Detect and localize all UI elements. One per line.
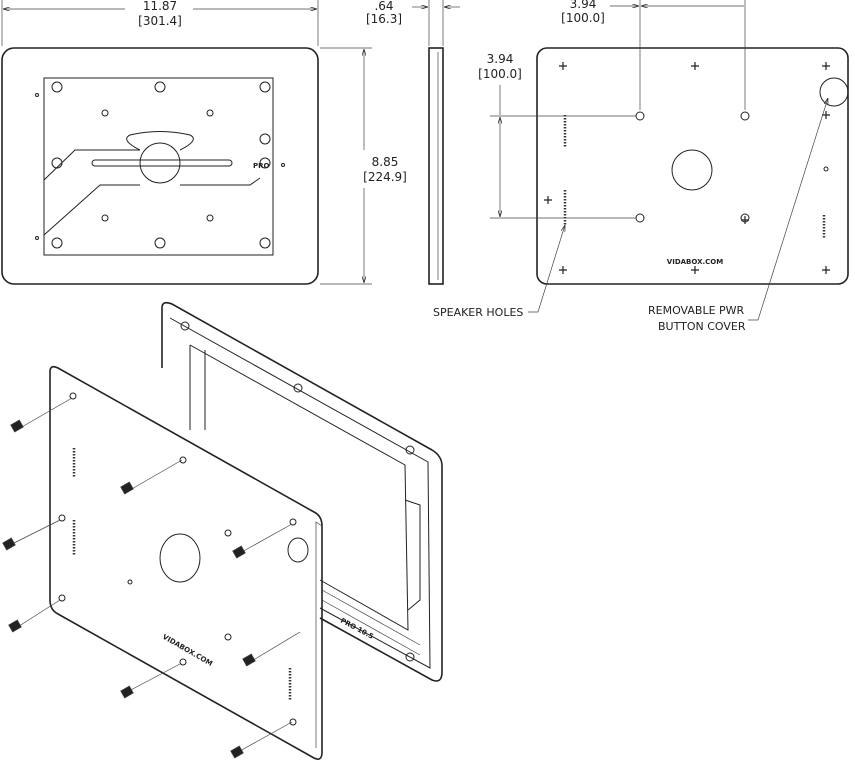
depth-mm: [16.3] — [366, 12, 402, 26]
speaker-holes — [563, 115, 826, 238]
back-plate: VIDABOX.COM — [49, 365, 323, 760]
pwr-cover-label-2: BUTTON COVER — [658, 320, 746, 333]
screw-marks — [544, 62, 830, 274]
front-view: PRO — [1, 47, 319, 285]
callout-power-button: REMOVABLE PWR BUTTON COVER — [648, 98, 828, 333]
width-inches: 11.87 — [143, 0, 177, 13]
mounting-holes — [35, 81, 285, 249]
plate-brand-mark: VIDABOX.COM — [161, 633, 214, 668]
width-mm: [301.4] — [138, 14, 182, 28]
height-inches: 8.85 — [372, 155, 399, 169]
vesa-v-mm: [100.0] — [478, 67, 522, 81]
vesa-v-inches: 3.94 — [487, 52, 514, 66]
height-mm: [224.9] — [363, 170, 407, 184]
isometric-view: PRO 10.5 VIDABOX.COM — [2, 301, 443, 760]
vesa-horizontal-dimension: 3.94 [100.0] — [561, 0, 746, 110]
side-view: .64 [16.3] — [366, 0, 460, 285]
power-button-cover — [819, 77, 849, 107]
enclosure-frame: PRO 10.5 — [161, 301, 443, 682]
pwr-cover-label-1: REMOVABLE PWR — [648, 304, 745, 317]
height-dimension: 8.85 [224.9] — [320, 47, 407, 285]
back-view: VIDABOX.COM — [536, 47, 849, 285]
vesa-h-mm: [100.0] — [561, 11, 605, 25]
frame-model-mark: PRO 10.5 — [339, 617, 375, 641]
depth-inches: .64 — [374, 0, 393, 13]
callout-speaker-holes: SPEAKER HOLES — [433, 225, 565, 319]
vesa-h-inches: 3.94 — [570, 0, 597, 11]
screws — [2, 397, 301, 759]
width-dimension: 11.87 [301.4] — [1, 0, 319, 46]
vesa-vertical-dimension: 3.94 [100.0] — [478, 52, 636, 219]
front-model-mark: PRO — [253, 162, 270, 170]
back-brand-mark: VIDABOX.COM — [667, 258, 723, 266]
speaker-holes-label: SPEAKER HOLES — [433, 306, 523, 319]
